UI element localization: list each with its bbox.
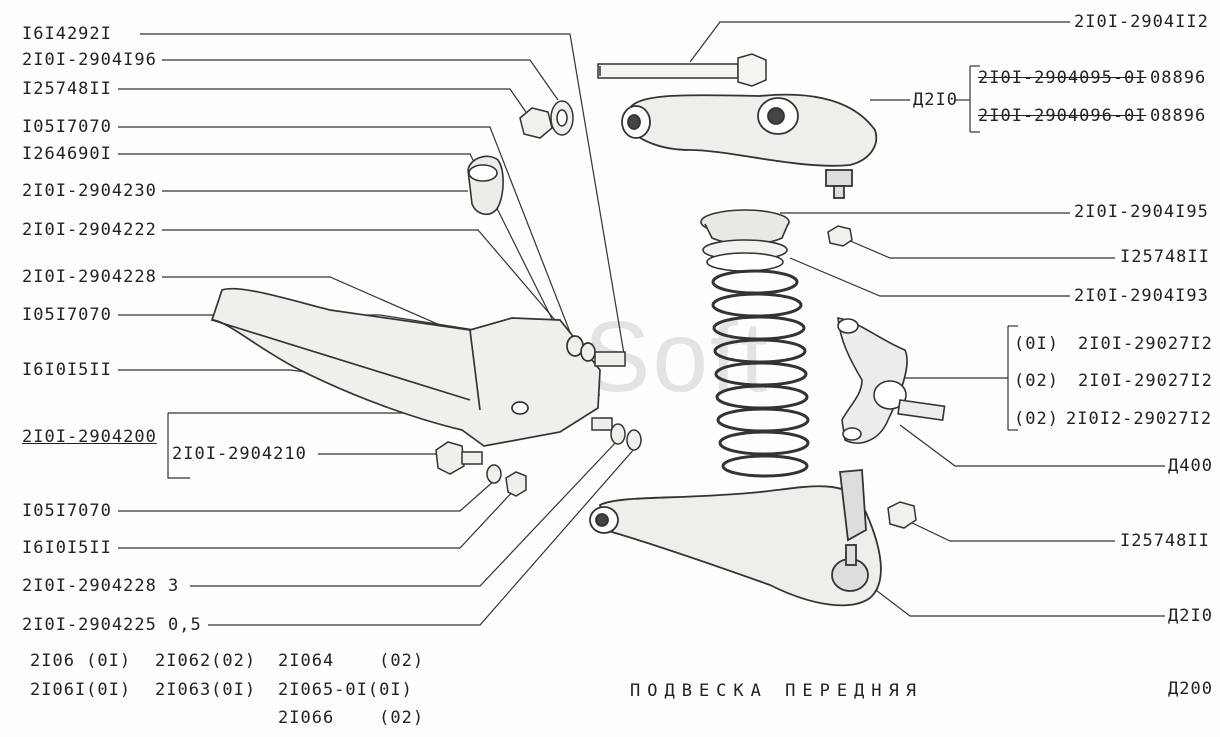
diagram-title: ПОДВЕСКА ПЕРЕДНЯЯ: [630, 681, 923, 701]
leader-line: [118, 153, 561, 336]
part-label: I25748II: [1120, 531, 1210, 551]
variant-label: (02): [1014, 371, 1059, 391]
long-bolt: [597, 53, 767, 87]
leader-line: [789, 257, 1070, 297]
model-code: 2I06 (0I): [30, 651, 132, 671]
upper-control-arm: [621, 93, 878, 199]
spring-seat: [700, 209, 790, 272]
part-label-superseded: 2I0I-2904096-0I: [978, 106, 1147, 126]
part-label: 2I0I-2904230: [22, 181, 157, 201]
part-label: I6I0I5II: [22, 538, 112, 558]
leader-line: [118, 126, 576, 346]
part-label: 2I0I-29027I2: [1078, 371, 1213, 391]
leader-line: [118, 479, 496, 512]
part-label: 2I0I-2904222: [22, 220, 157, 240]
leader-line: [162, 59, 559, 101]
part-label: 2I0I-2904228 3: [22, 576, 180, 596]
leader-line: [899, 424, 1165, 467]
part-label: I05I7070: [22, 305, 112, 325]
leader-line: [190, 439, 619, 587]
part-label: 2I0I-2904I93: [1074, 286, 1209, 306]
nut: [827, 225, 917, 529]
model-code: 2I063(0I): [155, 680, 257, 700]
part-label: I05I7070: [22, 501, 112, 521]
code-label: 08896: [1150, 106, 1207, 126]
crossmember: [210, 287, 601, 447]
coil-spring: [711, 269, 810, 478]
part-label: I25748II: [1120, 247, 1210, 267]
part-label: 2I0I-2904I95: [1074, 202, 1209, 222]
leader-line: [118, 487, 517, 549]
leader-line: [905, 519, 1115, 542]
part-label: I05I7070: [22, 117, 112, 137]
variant-label: (0I): [1014, 334, 1059, 354]
part-label: 2I0I-2904I96: [22, 50, 157, 70]
model-code: 2I066 (02): [278, 708, 425, 728]
model-code: 2I062(02): [155, 651, 257, 671]
part-label: I6I0I5II: [22, 360, 112, 380]
model-code: 2I064 (02): [278, 651, 425, 671]
code-label: 08896: [1150, 68, 1207, 88]
part-label: I264690I: [22, 144, 112, 164]
part-label: 2I0I-29027I2: [1078, 334, 1213, 354]
page-code: Д200: [1168, 679, 1213, 699]
part-label-superseded: 2I0I-2904095-0I: [978, 68, 1147, 88]
leader-line: [859, 577, 1165, 617]
model-code: 2I065-0I(0I): [278, 680, 413, 700]
bolt: [435, 351, 642, 497]
ref-label: Д2I0: [913, 90, 958, 110]
model-code: 2I06I(0I): [30, 680, 132, 700]
part-label: 2I0I-2904II2: [1074, 12, 1209, 32]
part-label: 2I0I-2904228: [22, 267, 157, 287]
leader-line: [118, 88, 529, 116]
variant-label: (02): [1014, 409, 1059, 429]
part-label: I25748II: [22, 79, 112, 99]
leader-line: [140, 33, 626, 361]
leader-line: [689, 21, 1070, 63]
leader-line: [208, 447, 636, 626]
lower-control-arm: [589, 469, 882, 607]
part-label-assembly: 2I0I-2904200: [22, 427, 157, 447]
leader-line: [167, 413, 190, 479]
nut-washer: [519, 100, 574, 139]
steering-knuckle: [837, 317, 946, 444]
ref-label: Д2I0: [1168, 606, 1213, 626]
part-label: 2I0I2-29027I2: [1066, 409, 1213, 429]
ref-label: Д400: [1168, 456, 1213, 476]
leader-line: [847, 239, 1115, 259]
part-label: 2I0I-2904225 0,5: [22, 615, 202, 635]
leader-line: [162, 229, 556, 321]
part-label: 2I0I-2904210: [172, 444, 307, 464]
part-label: I6I4292I: [22, 24, 112, 44]
bump-stop: [467, 155, 504, 216]
